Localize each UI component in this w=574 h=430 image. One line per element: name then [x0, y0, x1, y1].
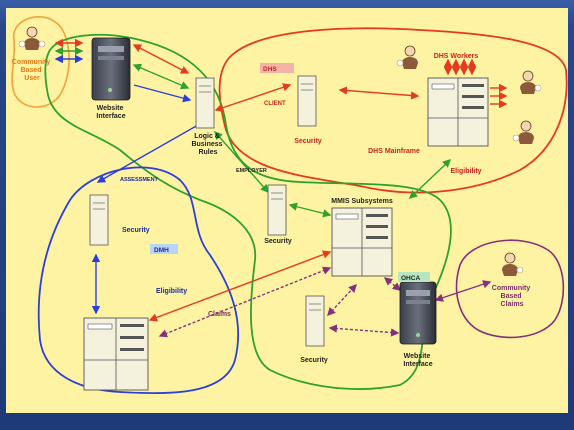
dhs-tag-label: DHS [263, 66, 277, 73]
dmh-region [37, 166, 239, 395]
left-eligibility-label: Eligibility [156, 288, 187, 295]
dhs-security-label: Security [294, 138, 322, 145]
dhs-workers-label: DHS Workers [434, 53, 479, 60]
user-figure-icon [18, 26, 46, 50]
bottom-security-label: Security [300, 357, 328, 364]
dhs-worker-figure-icon [396, 45, 418, 69]
ohca-website-label: Website Interface [403, 353, 432, 368]
community-claims-label: Community Based Claims [492, 285, 532, 308]
left-security-label: Security [122, 227, 150, 234]
ohca-server-icon [399, 281, 437, 345]
mid-security-server-icon [267, 184, 287, 236]
community-user-label: Community Based User [12, 59, 52, 82]
logic-rules-label: Logic & Business Rules [191, 133, 224, 156]
dhs-security-server-icon [297, 75, 317, 127]
dhs-eligibility-label: Eligibility [450, 168, 481, 175]
green-core-region [44, 33, 452, 390]
left-security-server-icon [89, 194, 109, 246]
dhs-worker-figure-icon [512, 120, 534, 144]
dmh-mainframe-icon [83, 317, 149, 391]
assessment-label: ASSESSMENT [120, 177, 159, 183]
mmis-mainframe-icon [331, 207, 393, 277]
client-label: CLIENT [264, 101, 286, 107]
ohca-tag-label: OHCA [401, 275, 420, 282]
bottom-security-server-icon [305, 295, 325, 347]
dhs-mainframe-icon [427, 77, 489, 147]
mid-security-label: Security [264, 238, 292, 245]
dmh-tag-label: DMH [154, 247, 169, 254]
dhs-mainframe-label: DHS Mainframe [368, 148, 420, 155]
website-server-icon [91, 37, 131, 101]
website-interface-label: Website Interface [96, 105, 125, 120]
ohca-tag-bg [398, 272, 430, 282]
dhs-tag-bg [260, 63, 294, 73]
mmis-label: MMIS Subsystems [331, 198, 393, 205]
orange-user-region [11, 16, 70, 108]
dhs-worker-figure-icon [520, 70, 542, 94]
dmh-tag-bg [150, 244, 178, 254]
claims-label: Claims [208, 311, 231, 318]
claims-user-figure-icon [502, 252, 524, 276]
logic-server-icon [195, 77, 215, 129]
employer-label: EMPLOYER [236, 168, 267, 174]
claims-region [455, 239, 565, 339]
connectors [54, 38, 508, 338]
